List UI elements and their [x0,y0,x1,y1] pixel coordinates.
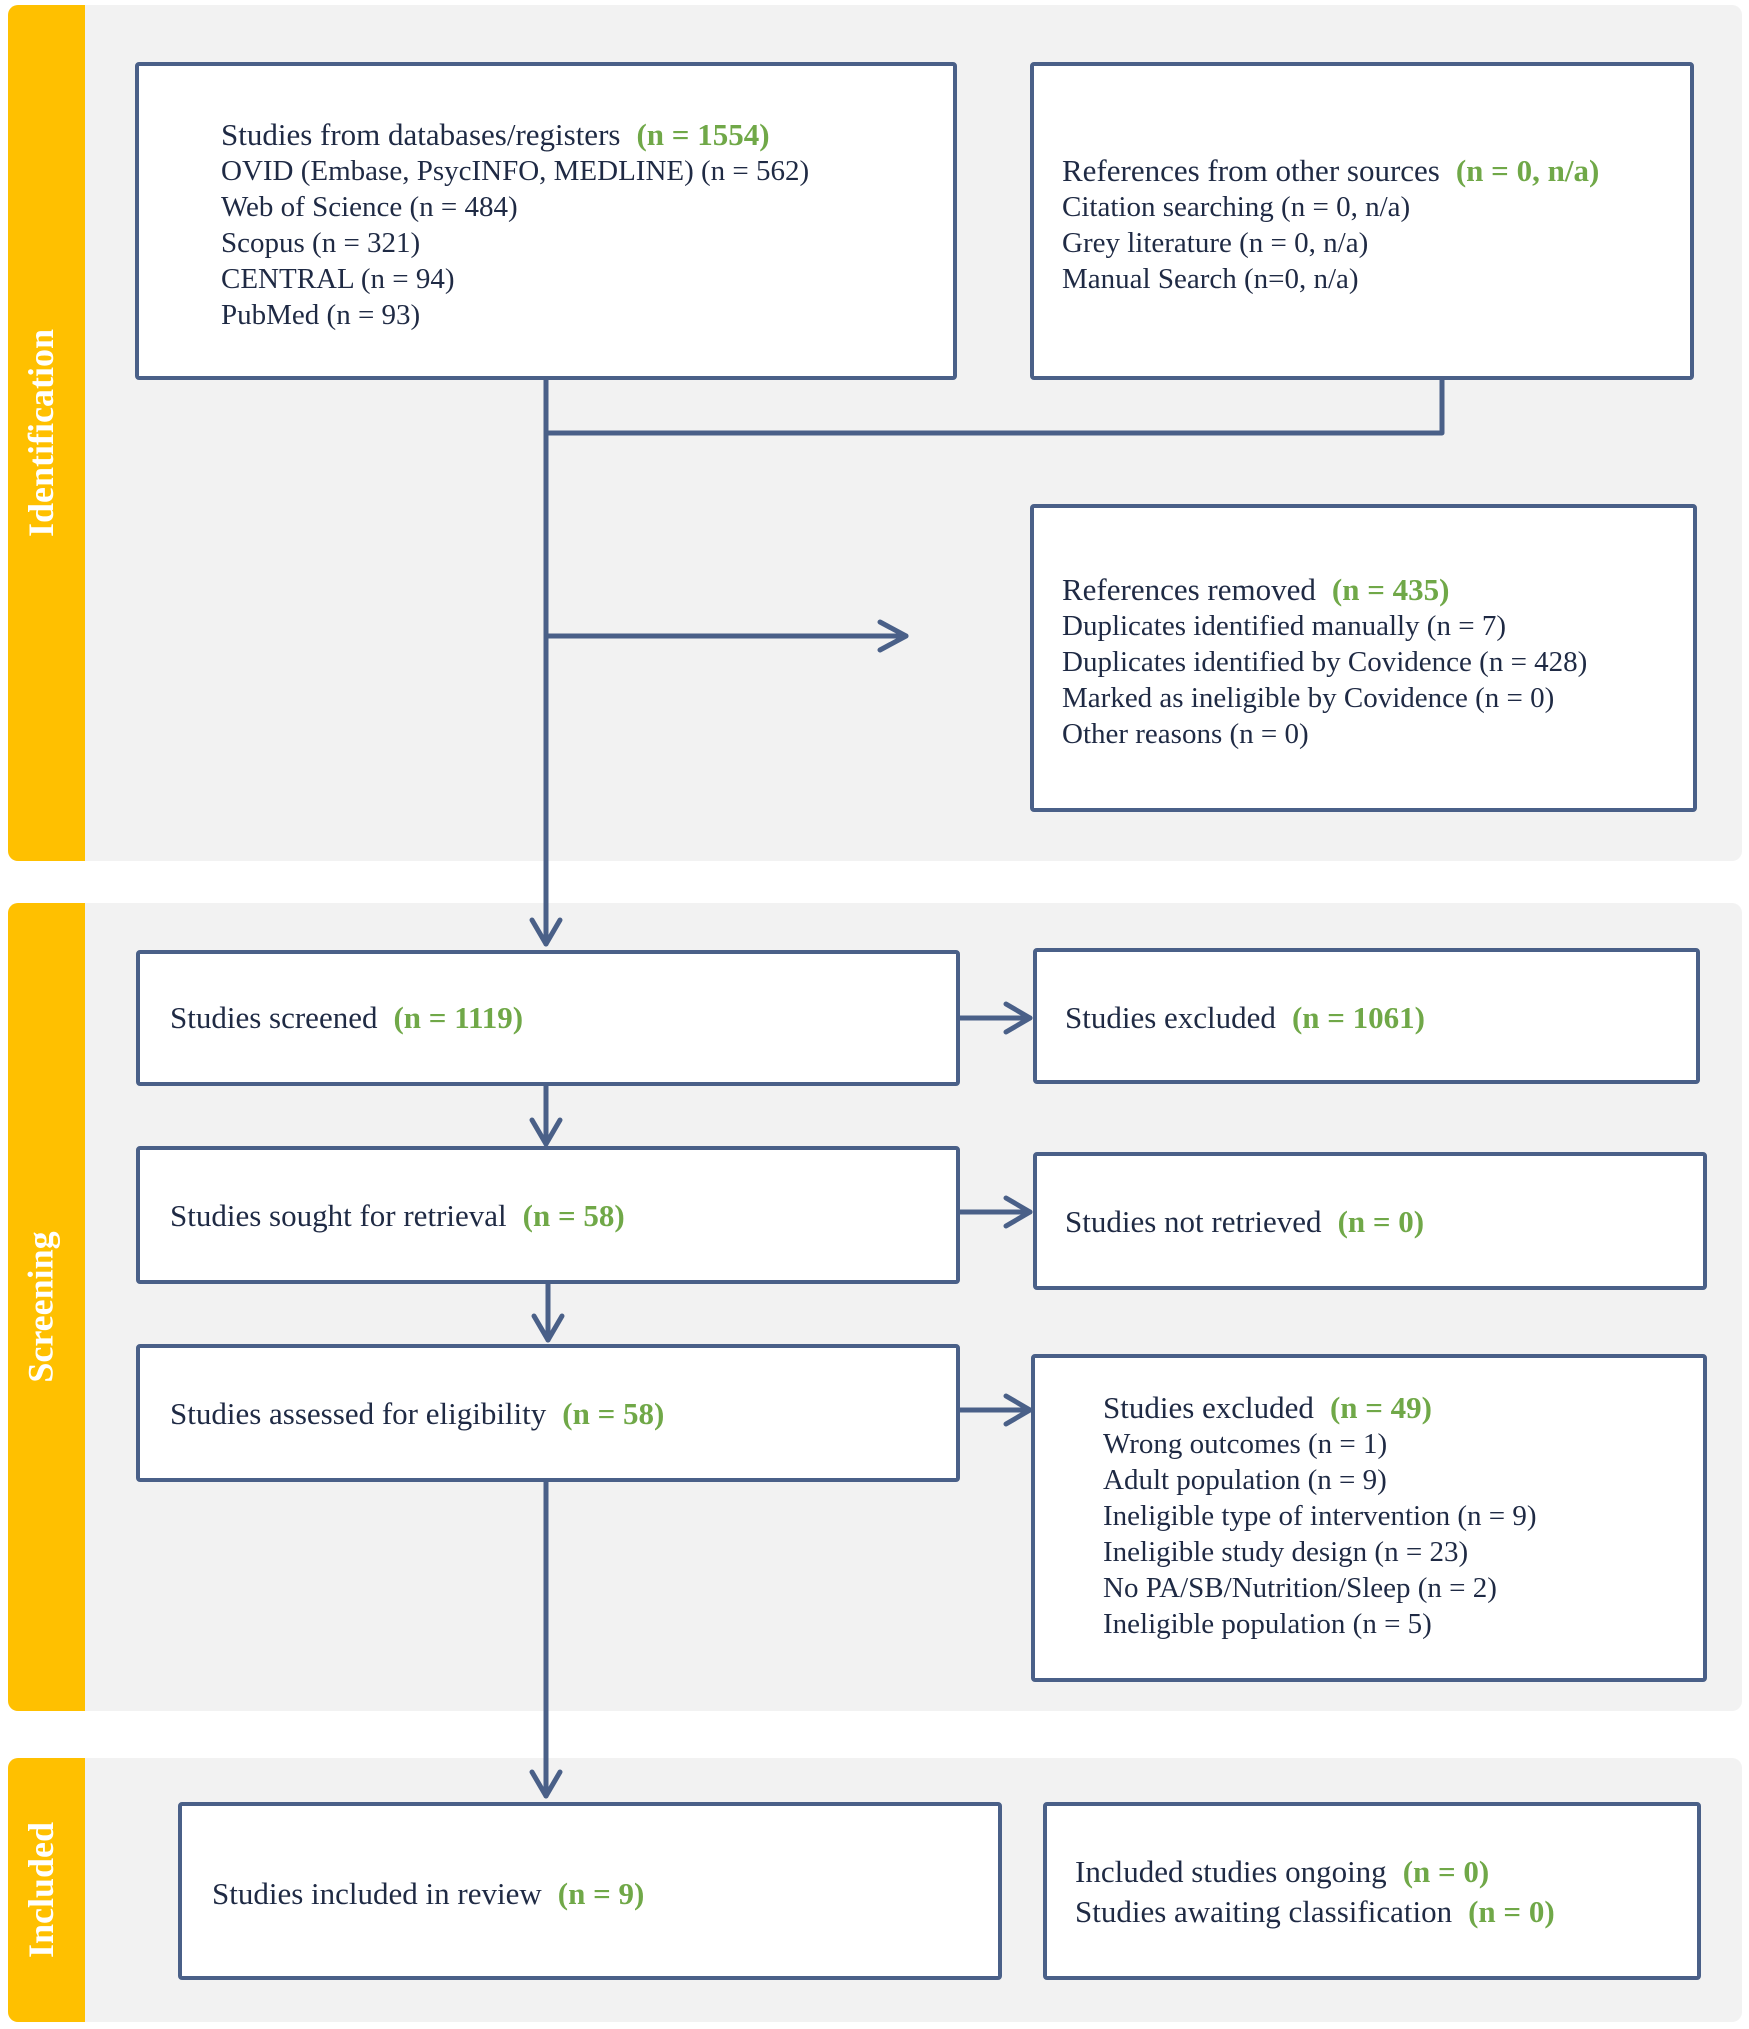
databases-title: Studies from databases/registers [221,117,621,152]
eligibility-excluded-title: Studies excluded [1103,1390,1314,1425]
sought-box: Studies sought for retrieval (n = 58) [136,1146,960,1284]
removed-item: Marked as ineligible by Covidence (n = 0… [1062,682,1555,714]
databases-title-line: Studies from databases/registers (n = 155… [221,117,809,153]
removed-item: Duplicates identified manually (n = 7) [1062,610,1506,642]
screened-box: Studies screened (n = 1119) [136,950,960,1086]
sought-to-assessed-arrowhead [531,1313,565,1343]
removed-title-line: References removed (n = 435) [1062,572,1587,608]
removed-count: (n = 435) [1331,572,1450,607]
included-review-box: Studies included in review (n = 9) [178,1802,1002,1980]
included-tab [8,1758,85,2022]
removed-title: References removed [1062,572,1316,607]
screened-to-sought-arrowhead [529,1117,563,1147]
screened-count: (n = 1119) [393,1000,524,1035]
screened-to-excluded-arrowhead [1003,1001,1033,1035]
screening-tab [8,903,85,1711]
eligibility-excluded-item: Ineligible study design (n = 23) [1103,1536,1469,1568]
screened-arrowhead [529,917,563,947]
databases-box: Studies from databases/registers (n = 155… [135,62,957,380]
merge-line [543,375,1445,436]
eligibility-excluded-item: Ineligible population (n = 5) [1103,1608,1432,1640]
sought-line: Studies sought for retrieval (n = 58) [170,1198,625,1234]
sought-count: (n = 58) [522,1198,625,1233]
other-sources-title-line: References from other sources (n = 0, n/a… [1062,153,1599,189]
eligibility-excluded-count: (n = 49) [1329,1390,1432,1425]
included-review-title: Studies included in review [212,1876,542,1911]
not-retrieved-line: Studies not retrieved (n = 0) [1065,1204,1424,1240]
other-sources-title: References from other sources [1062,153,1440,188]
databases-item: PubMed (n = 93) [221,299,421,331]
other-sources-box: References from other sources (n = 0, n/a… [1030,62,1694,380]
databases-item: Scopus (n = 321) [221,227,421,259]
ongoing-count: (n = 0) [1402,1854,1490,1889]
not-retrieved-box: Studies not retrieved (n = 0) [1033,1152,1707,1290]
databases-count: (n = 1554) [636,117,770,152]
assessed-count: (n = 58) [562,1396,665,1431]
eligibility-excluded-item: No PA/SB/Nutrition/Sleep (n = 2) [1103,1572,1497,1604]
awaiting-count: (n = 0) [1468,1894,1555,1929]
ongoing-line: Included studies ongoing (n = 0) [1075,1852,1555,1892]
included-arrowhead [529,1769,563,1799]
screened-line: Studies screened (n = 1119) [170,1000,523,1036]
screen-excluded-line: Studies excluded (n = 1061) [1065,1000,1425,1036]
sought-to-not-retrieved-arrowhead [1003,1195,1033,1229]
other-sources-item: Grey literature (n = 0, n/a) [1062,227,1369,259]
other-sources-count: (n = 0, n/a) [1455,153,1600,188]
screen-excluded-title: Studies excluded [1065,1000,1276,1035]
removed-item: Duplicates identified by Covidence (n = … [1062,646,1588,678]
eligibility-excluded-title-line: Studies excluded (n = 49) [1103,1390,1537,1426]
databases-item: Web of Science (n = 484) [221,191,518,223]
awaiting-title: Studies awaiting classification [1075,1894,1453,1929]
screened-title: Studies screened [170,1000,378,1035]
assessed-title: Studies assessed for eligibility [170,1396,547,1431]
other-sources-item: Manual Search (n=0, n/a) [1062,263,1359,295]
not-retrieved-title: Studies not retrieved [1065,1204,1322,1239]
eligibility-excluded-item: Adult population (n = 9) [1103,1464,1387,1496]
removed-arrowhead [877,619,909,653]
eligibility-excluded-item: Wrong outcomes (n = 1) [1103,1428,1388,1460]
ongoing-title: Included studies ongoing [1075,1854,1387,1889]
removed-item: Other reasons (n = 0) [1062,718,1309,750]
assessed-box: Studies assessed for eligibility (n = 58) [136,1344,960,1482]
databases-item: OVID (Embase, PsycINFO, MEDLINE) (n = 56… [221,155,810,187]
included-review-line: Studies included in review (n = 9) [212,1876,644,1912]
awaiting-line: Studies awaiting classification (n = 0) [1075,1892,1555,1932]
screen-excluded-count: (n = 1061) [1291,1000,1425,1035]
assessed-to-excluded-arrowhead [1003,1393,1033,1427]
databases-item: CENTRAL (n = 94) [221,263,455,295]
sought-title: Studies sought for retrieval [170,1198,507,1233]
ongoing-box: Included studies ongoing (n = 0) Studies … [1043,1802,1701,1980]
eligibility-excluded-item: Ineligible type of intervention (n = 9) [1103,1500,1537,1532]
removed-box: References removed (n = 435) Duplicates i… [1030,504,1697,812]
screen-excluded-box: Studies excluded (n = 1061) [1033,948,1700,1084]
other-sources-item: Citation searching (n = 0, n/a) [1062,191,1411,223]
eligibility-excluded-box: Studies excluded (n = 49) Wrong outcomes … [1031,1354,1707,1682]
included-review-count: (n = 9) [557,1876,645,1911]
assessed-line: Studies assessed for eligibility (n = 58) [170,1396,664,1432]
identification-tab [8,5,85,861]
not-retrieved-count: (n = 0) [1337,1204,1425,1239]
